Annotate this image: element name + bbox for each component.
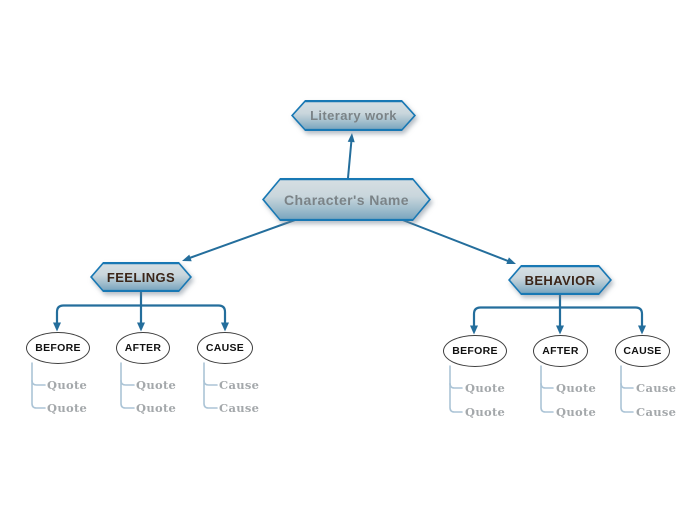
hexagon-fill [92, 264, 190, 290]
hexagon-fill [293, 102, 414, 129]
behavior-leaf-connectors [449, 365, 634, 413]
node-behavior-cause[interactable]: CAUSE [615, 335, 670, 367]
node-behavior-before[interactable]: BEFORE [443, 335, 507, 367]
edge-character-to-feelings [182, 219, 296, 262]
leaf-behavior-after-quote-2[interactable]: Quote [556, 405, 597, 419]
node-behavior[interactable]: BEHAVIOR [508, 265, 612, 295]
hexagon-fill [264, 180, 429, 219]
node-behavior-after[interactable]: AFTER [533, 335, 588, 367]
leaf-feelings-before-quote-1[interactable]: Quote [47, 378, 88, 392]
leaf-feelings-after-quote-2[interactable]: Quote [136, 401, 177, 415]
node-label: FEELINGS [106, 269, 176, 285]
leaf-feelings-before-quote-2[interactable]: Quote [47, 401, 88, 415]
leaf-behavior-before-quote-1[interactable]: Quote [465, 381, 506, 395]
node-feelings[interactable]: FEELINGS [90, 262, 192, 292]
node-characters-name[interactable]: Character's Name [262, 178, 431, 221]
hexagon-fill [510, 267, 610, 293]
leaf-feelings-cause-1[interactable]: Cause [219, 378, 260, 392]
node-label: Literary work [310, 108, 397, 123]
node-feelings-before[interactable]: BEFORE [26, 332, 90, 364]
leaf-behavior-cause-2[interactable]: Cause [636, 405, 677, 419]
node-feelings-after[interactable]: AFTER [116, 332, 170, 364]
feelings-leaf-connectors [31, 362, 218, 409]
edge-character-to-literary [347, 133, 355, 179]
leaf-feelings-after-quote-1[interactable]: Quote [136, 378, 177, 392]
node-label: BEHAVIOR [524, 272, 596, 288]
node-literary-work[interactable]: Literary work [291, 100, 416, 131]
feelings-subtree-connectors [53, 289, 229, 332]
behavior-subtree-connectors [470, 293, 646, 335]
leaf-feelings-cause-2[interactable]: Cause [219, 401, 260, 415]
leaf-behavior-before-quote-2[interactable]: Quote [465, 405, 506, 419]
node-label: Character's Name [284, 191, 409, 208]
node-feelings-cause[interactable]: CAUSE [197, 332, 253, 364]
leaf-behavior-cause-1[interactable]: Cause [636, 381, 677, 395]
edge-character-to-behavior [399, 218, 516, 264]
leaf-behavior-after-quote-1[interactable]: Quote [556, 381, 597, 395]
